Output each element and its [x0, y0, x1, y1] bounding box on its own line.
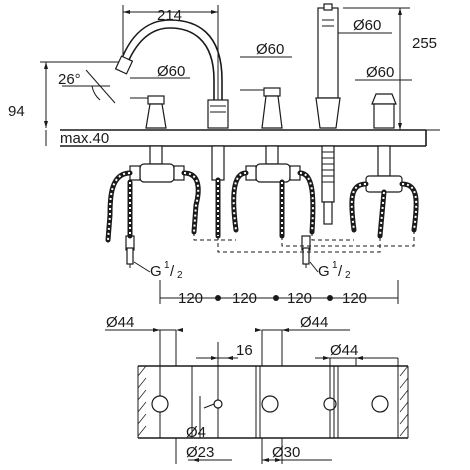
- dim-spacing-row: 120 120 120 120: [159, 280, 399, 307]
- svg-text:/: /: [338, 263, 343, 280]
- dim-diverter-diameter: Ø60: [366, 64, 394, 81]
- dim-spout-diameter: Ø60: [157, 63, 185, 80]
- cutout-hole-2: [261, 395, 279, 413]
- handshower: [315, 3, 341, 129]
- cutout-hole-3: [323, 397, 337, 411]
- cutout-hole-4: [371, 395, 389, 413]
- cutout-offset-label: 16: [236, 342, 253, 359]
- right-valve: [240, 87, 283, 129]
- cutout-plan: [137, 330, 409, 439]
- thread-left-letter: G: [150, 263, 162, 280]
- deck-plate: max.40: [45, 129, 427, 147]
- cutout-small-hole-label: Ø4: [186, 424, 206, 441]
- cutout-hole-left-label: Ø44: [106, 314, 134, 331]
- dim-spout-angle: 26°: [58, 69, 116, 104]
- cutout-hole-right-label: Ø44: [330, 342, 358, 359]
- cutout-left-hatch: [137, 365, 147, 437]
- dim-spout-height-label: 94: [8, 103, 25, 120]
- connection-lines: [129, 230, 415, 270]
- thread-right-num: 1: [332, 260, 338, 271]
- cutout-hole-mid-label: Ø44: [300, 314, 328, 331]
- dim-valve-diameter: Ø60: [256, 41, 284, 58]
- right-valve-body-below: [231, 145, 316, 265]
- thread-right-letter: G: [318, 263, 330, 280]
- dim-overall-height-label: 255: [412, 35, 437, 52]
- diverter-body-below: [349, 145, 419, 239]
- thread-labels: G 1 / 2 G 1 / 2: [133, 260, 351, 281]
- diverter: [371, 93, 397, 129]
- thread-right-den: 2: [345, 270, 351, 281]
- dim-spout-angle-label: 26°: [58, 71, 81, 88]
- dim-spacing-3: 120: [287, 290, 312, 307]
- cutout-dimensions: Ø44 Ø44 16 Ø44 Ø4 Ø23 Ø30: [105, 314, 398, 464]
- dim-spout-height: 94: [8, 61, 123, 128]
- cutout-right-hatch: [399, 365, 409, 437]
- cutout-30-label: Ø30: [272, 444, 300, 461]
- handshower-hose-below: [321, 145, 335, 225]
- dim-deck-thickness: max.40: [60, 130, 109, 147]
- dim-diameters-top: Ø60 Ø60 Ø60 Ø60: [130, 17, 412, 81]
- thread-left-num: 1: [164, 260, 170, 271]
- cutout-hole-small: [213, 399, 223, 409]
- dim-spacing-4: 120: [342, 290, 367, 307]
- dim-overall-height: 255: [343, 7, 440, 131]
- dim-spacing-2: 120: [232, 290, 257, 307]
- thread-left-den: 2: [177, 270, 183, 281]
- cutout-23-label: Ø23: [186, 444, 214, 461]
- cutout-hole-1: [151, 395, 169, 413]
- svg-text:/: /: [170, 263, 175, 280]
- left-valve-body-below: [105, 145, 201, 265]
- dim-spacing-1: 120: [178, 290, 203, 307]
- left-valve: [130, 95, 167, 129]
- spout-body-below: [211, 145, 225, 239]
- spout-assembly: [114, 19, 229, 129]
- dim-handshower-diameter: Ø60: [353, 17, 381, 34]
